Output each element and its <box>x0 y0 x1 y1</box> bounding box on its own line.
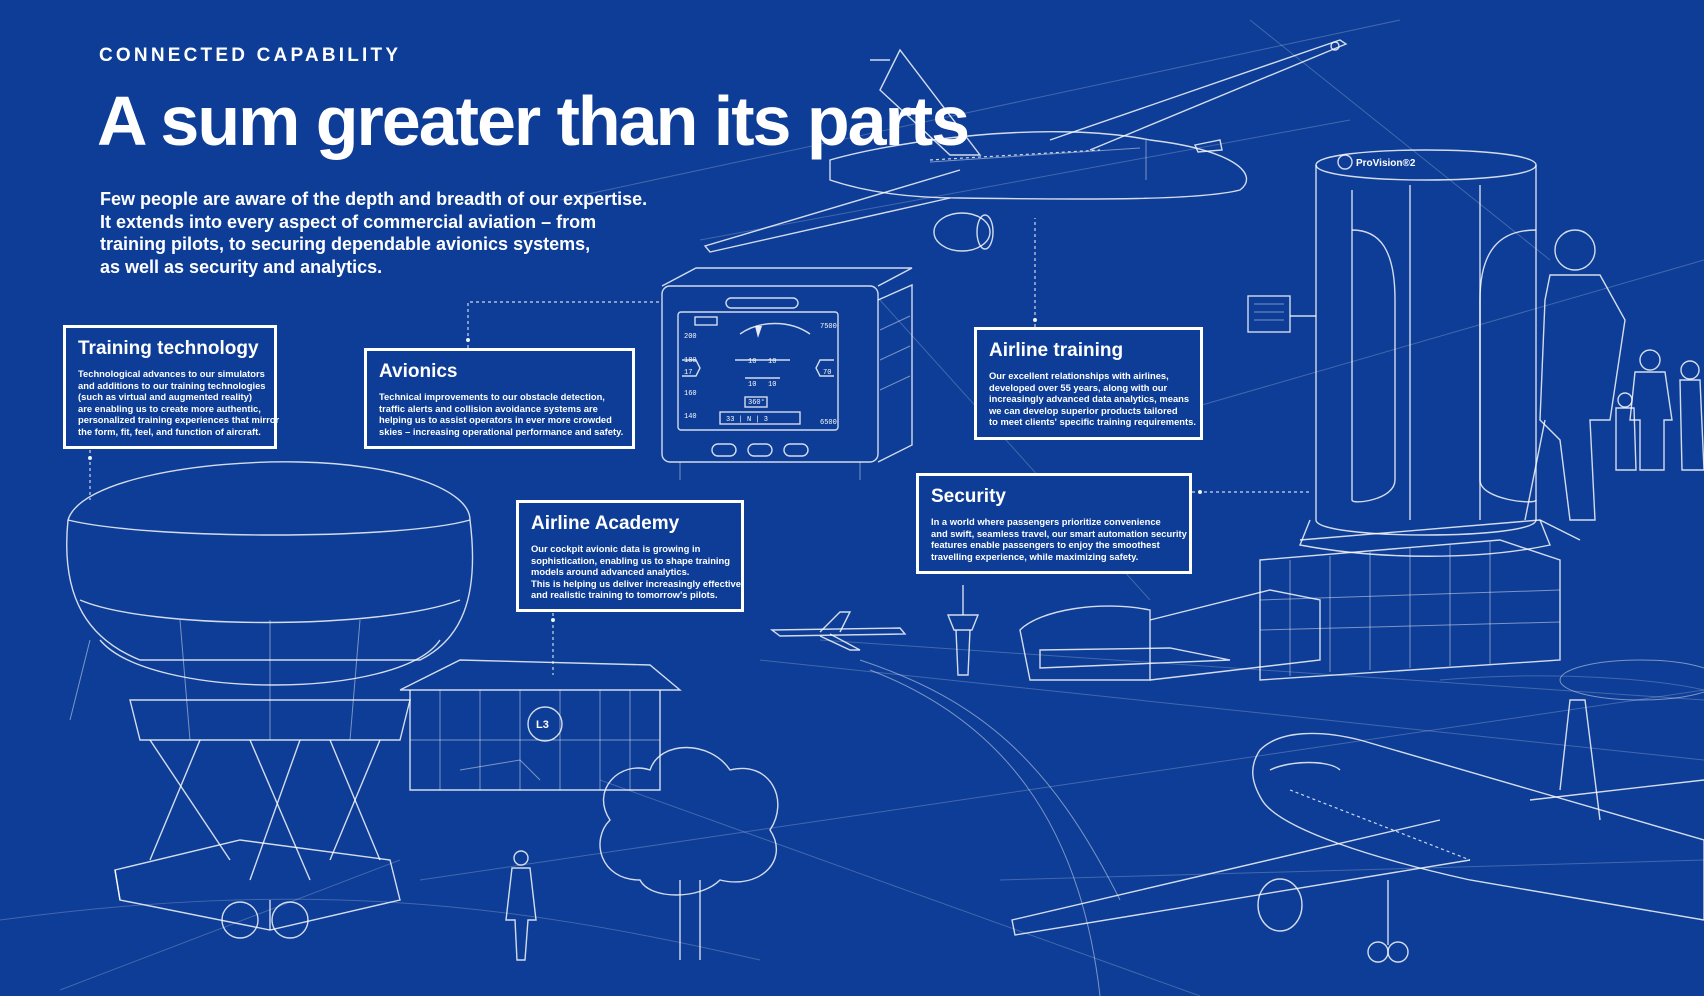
academy-building-illustration: L3 <box>399 659 682 791</box>
jet-bottom-illustration <box>1011 699 1704 963</box>
card-line: and realistic training to tomorrow's pil… <box>531 589 718 601</box>
svg-text:10: 10 <box>748 381 756 389</box>
svg-text:140: 140 <box>684 413 697 421</box>
intro-line: Few people are aware of the depth and br… <box>100 189 648 209</box>
card-line: are enabling us to create more authentic… <box>78 402 261 414</box>
svg-text:200: 200 <box>684 333 697 341</box>
page-title: A sum greater than its parts <box>97 82 970 160</box>
svg-text:33 | N | 3: 33 | N | 3 <box>726 416 768 424</box>
intro-line: training pilots, to securing dependable … <box>100 234 591 254</box>
card-line: Technical improvements to our obstacle d… <box>379 391 605 402</box>
card-title: Training technology <box>78 338 259 359</box>
control-tower-illustration <box>946 585 980 676</box>
card-line: we can develop superior products tailore… <box>989 404 1178 416</box>
card-body: In a world where passengers prioritize c… <box>931 516 1187 562</box>
card-line: features enable passengers to enjoy the … <box>931 539 1160 551</box>
intro-paragraph: Few people are aware of the depth and br… <box>100 188 720 278</box>
airline-training-card: Airline training Our excellent relations… <box>974 327 1203 440</box>
avionics-card: Avionics Technical improvements to our o… <box>364 348 635 449</box>
card-line: the form, fit, feel, and function of air… <box>78 425 261 437</box>
tree-illustration <box>599 746 779 960</box>
flight-simulator-illustration <box>66 461 474 939</box>
security-card: Security In a world where passengers pri… <box>916 473 1192 574</box>
body-scanner-illustration: ProVision®2 <box>1247 149 1551 557</box>
flight-display-illustration: 200 180 17 160 140 7500 70 6500 10 10 10… <box>661 267 913 480</box>
card-line: helping us to assist operators in ever m… <box>379 414 612 426</box>
card-line: models around advanced analytics. <box>531 566 690 578</box>
card-body: Technological advances to our simulators… <box>78 368 280 438</box>
svg-text:160: 160 <box>684 390 697 398</box>
card-title: Airline training <box>989 340 1124 361</box>
card-leader-lines <box>88 218 1310 675</box>
card-line: skies – increasing operational performan… <box>379 425 624 437</box>
eyebrow-label: CONNECTED CAPABILITY <box>99 45 402 66</box>
card-line: and additions to our training technologi… <box>78 379 266 391</box>
svg-text:10: 10 <box>768 358 776 366</box>
card-line: This is helping us deliver increasingly … <box>531 577 741 589</box>
svg-text:10: 10 <box>768 381 776 389</box>
svg-text:7500: 7500 <box>820 323 837 331</box>
card-title: Avionics <box>379 361 458 382</box>
card-line: increasingly advanced data analytics, me… <box>989 393 1190 405</box>
svg-text:180: 180 <box>684 357 697 365</box>
card-body: Our cockpit avionic data is growing in s… <box>531 543 741 601</box>
construction-lines <box>559 19 1704 601</box>
card-line: developed over 55 years, along with our <box>989 381 1168 393</box>
card-body: Technical improvements to our obstacle d… <box>379 391 624 437</box>
training-technology-card: Training technology Technological advanc… <box>63 325 280 449</box>
svg-text:L3: L3 <box>536 719 549 731</box>
svg-text:17: 17 <box>684 369 692 377</box>
card-title: Airline Academy <box>531 513 680 534</box>
passengers-illustration <box>1524 229 1704 521</box>
card-line: Technological advances to our simulators <box>78 368 265 379</box>
intro-line: as well as security and analytics. <box>100 256 383 277</box>
svg-text:70: 70 <box>823 369 831 377</box>
card-line: Our cockpit avionic data is growing in <box>531 543 701 554</box>
runway-lines <box>0 639 1704 996</box>
svg-text:ProVision®2: ProVision®2 <box>1356 158 1416 169</box>
card-line: to meet clients' specific training requi… <box>989 416 1196 428</box>
svg-text:6500: 6500 <box>820 419 837 427</box>
intro-line: It extends into every aspect of commerci… <box>100 211 597 232</box>
svg-text:360°: 360° <box>748 398 765 407</box>
card-title: Security <box>931 486 1006 507</box>
card-line: sophistication, enabling us to shape tra… <box>531 554 730 566</box>
small-plane-illustration <box>769 611 907 651</box>
card-line: (such as virtual and augmented reality) <box>78 391 253 403</box>
pilot-figure-illustration <box>505 850 537 961</box>
card-line: Our excellent relationships with airline… <box>989 370 1169 381</box>
card-body: Our excellent relationships with airline… <box>989 370 1196 428</box>
card-line: travelling experience, while maximizing … <box>931 550 1139 562</box>
card-line: personalized training experiences that m… <box>78 414 280 426</box>
svg-text:10: 10 <box>748 358 756 366</box>
airline-academy-card: Airline Academy Our cockpit avionic data… <box>516 500 744 612</box>
jet-top-illustration <box>703 39 1348 253</box>
card-line: In a world where passengers prioritize c… <box>931 516 1161 527</box>
card-line: traffic alerts and collision avoidance s… <box>379 402 598 414</box>
card-line: and swift, seamless travel, our smart au… <box>931 527 1187 539</box>
